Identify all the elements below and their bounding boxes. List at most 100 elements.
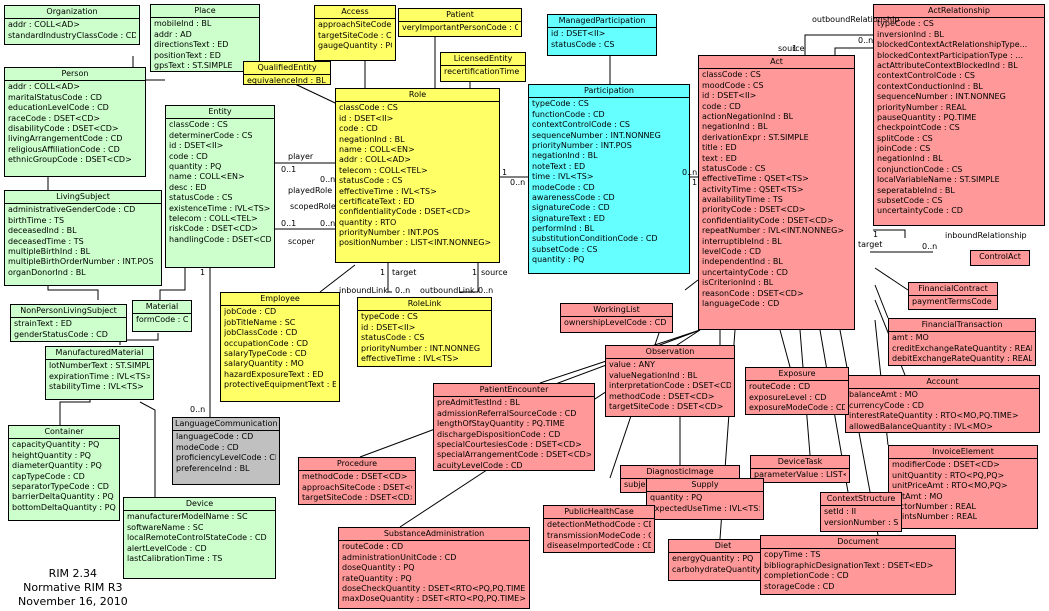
class-name: Observation (606, 346, 734, 360)
class-attribute: id : DSET<II> (551, 29, 606, 39)
class-attribute: derivationExpr : ST.SIMPLE (702, 132, 809, 142)
label-multiplicity-rolelink-source: 1 (472, 268, 478, 277)
class-attributes: recertificationTime : TS (441, 66, 525, 78)
class-attribute: typeCode : CS (877, 19, 934, 29)
class-attribute: unitQuantity : RTO<PQ,PQ> (892, 470, 1005, 480)
label-multiplicity-inbound-link: 0..n (395, 286, 411, 295)
class-name: Device (124, 498, 275, 512)
label-multiplicity-role-scoper: 0..n (320, 219, 336, 228)
class-attribute: existenceTime : IVL<TS> (169, 203, 271, 213)
class-attribute: independentInd : BL (702, 257, 783, 267)
class-attribute: storageCode : CD (764, 581, 835, 591)
class-attribute: priorityNumber : REAL (877, 102, 967, 112)
class-name: Supply (647, 479, 763, 493)
class-attribute: targetSiteCode : DSET<CD> (609, 401, 724, 411)
class-attribute: parameterValue : LIST<ANY> (754, 470, 846, 480)
class-attribute: acuityLevelCode : CD (437, 460, 523, 470)
class-attribute: code : CD (702, 101, 741, 111)
label-multiplicity-act-target: 1 (873, 230, 879, 239)
class-attribute: functionCode : CD (532, 109, 605, 119)
class-attribute: interpretationCode : DSET<CD> (609, 381, 731, 391)
class-attribute: classCode : CS (702, 70, 761, 80)
class-attribute: maritalStatusCode : CD (8, 92, 102, 102)
class-name: Employee (221, 293, 339, 307)
class-name: PatientEncounter (434, 384, 594, 398)
class-attribute: ethnicGroupCode : DSET<CD> (8, 155, 132, 165)
class-attribute: statusCode : CS (702, 163, 766, 173)
class-attribute: addr : COLL<AD> (339, 155, 411, 165)
class-attribute: classCode : CS (169, 120, 228, 130)
class-attribute: factorNumber : REAL (892, 501, 976, 511)
label-multiplicity-entity-player: 0..1 (281, 165, 297, 174)
class-attribute: value : ANY (609, 360, 655, 370)
class-attribute: standardIndustryClassCode : CD (8, 30, 136, 40)
class-attribute: addr : AD (154, 29, 192, 39)
class-attribute: approachSiteCode : DSET<CD> (302, 482, 412, 492)
label-multiplicity-role-player: 0..n (320, 175, 336, 184)
class-attribute: riskCode : DSET<CD> (169, 224, 258, 234)
class-attribute: ownershipLevelCode : CD (564, 318, 667, 328)
class-attribute: positionNumber : LIST<INT.NONNEG> (339, 238, 492, 248)
class-attribute: exposureModeCode : CD (749, 403, 845, 413)
class-attribute: equivalenceInd : BL (247, 76, 326, 85)
class-attribute: confidentialityCode : DSET<CD> (339, 207, 471, 217)
class-attribute: reasonCode : DSET<CD> (702, 288, 804, 298)
class-attribute: activityTime : QSET<TS> (702, 184, 804, 194)
class-attribute: strainText : ED (14, 319, 72, 329)
class-attribute: routeCode : CD (342, 542, 404, 552)
class-attribute: priorityCode : DSET<CD> (702, 205, 806, 215)
class-attribute: quantity : PQ (532, 255, 585, 265)
class-attribute: awarenessCode : CD (532, 192, 615, 202)
class-attribute: manufacturerModelName : SC (127, 512, 248, 522)
class-name: Participation (529, 85, 689, 99)
class-invoice-element: InvoiceElement modifierCode : DSET<CD>un… (888, 445, 1038, 529)
class-attribute: signatureCode : CD (532, 203, 610, 213)
rim-version: RIM 2.34 (48, 567, 98, 580)
class-attribute: diseaseImportedCode : CD (547, 541, 651, 551)
class-attributes: ownershipLevelCode : CD (561, 317, 672, 329)
class-attribute: noteText : ED (532, 161, 586, 171)
class-attribute: jobTitleName : SC (224, 317, 296, 327)
class-attribute: statusCode : CS (169, 193, 233, 203)
class-attribute: detectionMethodCode : CD (547, 520, 651, 530)
class-attribute: addr : COLL<AD> (8, 82, 80, 92)
class-attribute: typeCode : CS (361, 312, 418, 322)
class-attribute: religiousAffiliationCode : CD (8, 144, 120, 154)
class-working-list: WorkingList ownershipLevelCode : CD (560, 303, 673, 333)
class-attribute: birthTime : TS (8, 215, 65, 225)
label-inbound-link: inboundLink (339, 286, 388, 295)
class-attribute: modeCode : CD (176, 442, 239, 452)
class-attribute: text : ED (702, 153, 737, 163)
label-scoper: scoper (288, 237, 315, 246)
class-name: ManagedParticipation (548, 15, 656, 29)
class-attribute: expirationTime : IVL<TS> (49, 371, 150, 381)
class-attributes: paymentTermsCode : CD (909, 296, 997, 308)
label-multiplicity-rolelink-target: 1 (380, 268, 386, 277)
label-multiplicity-outbound: 0..n (858, 36, 874, 45)
class-attribute: effectiveTime : QSET<TS> (702, 174, 809, 184)
label-multiplicity-participation-role: 0..n (510, 178, 526, 187)
class-procedure: Procedure methodCode : DSET<CD>approachS… (298, 457, 416, 505)
class-name: Access (315, 6, 395, 20)
class-attribute: joinCode : CS (877, 144, 931, 154)
class-attribute: inversionInd : BL (877, 29, 944, 39)
class-attribute: jobClassCode : CD (224, 328, 298, 338)
class-name: Act (699, 56, 854, 70)
label-multiplicity-language-entity: 0..n (190, 405, 206, 414)
class-attribute: doseQuantity : PQ (342, 563, 415, 573)
class-attribute: softwareName : SC (127, 522, 204, 532)
class-attribute: subsetCode : CS (532, 244, 598, 254)
